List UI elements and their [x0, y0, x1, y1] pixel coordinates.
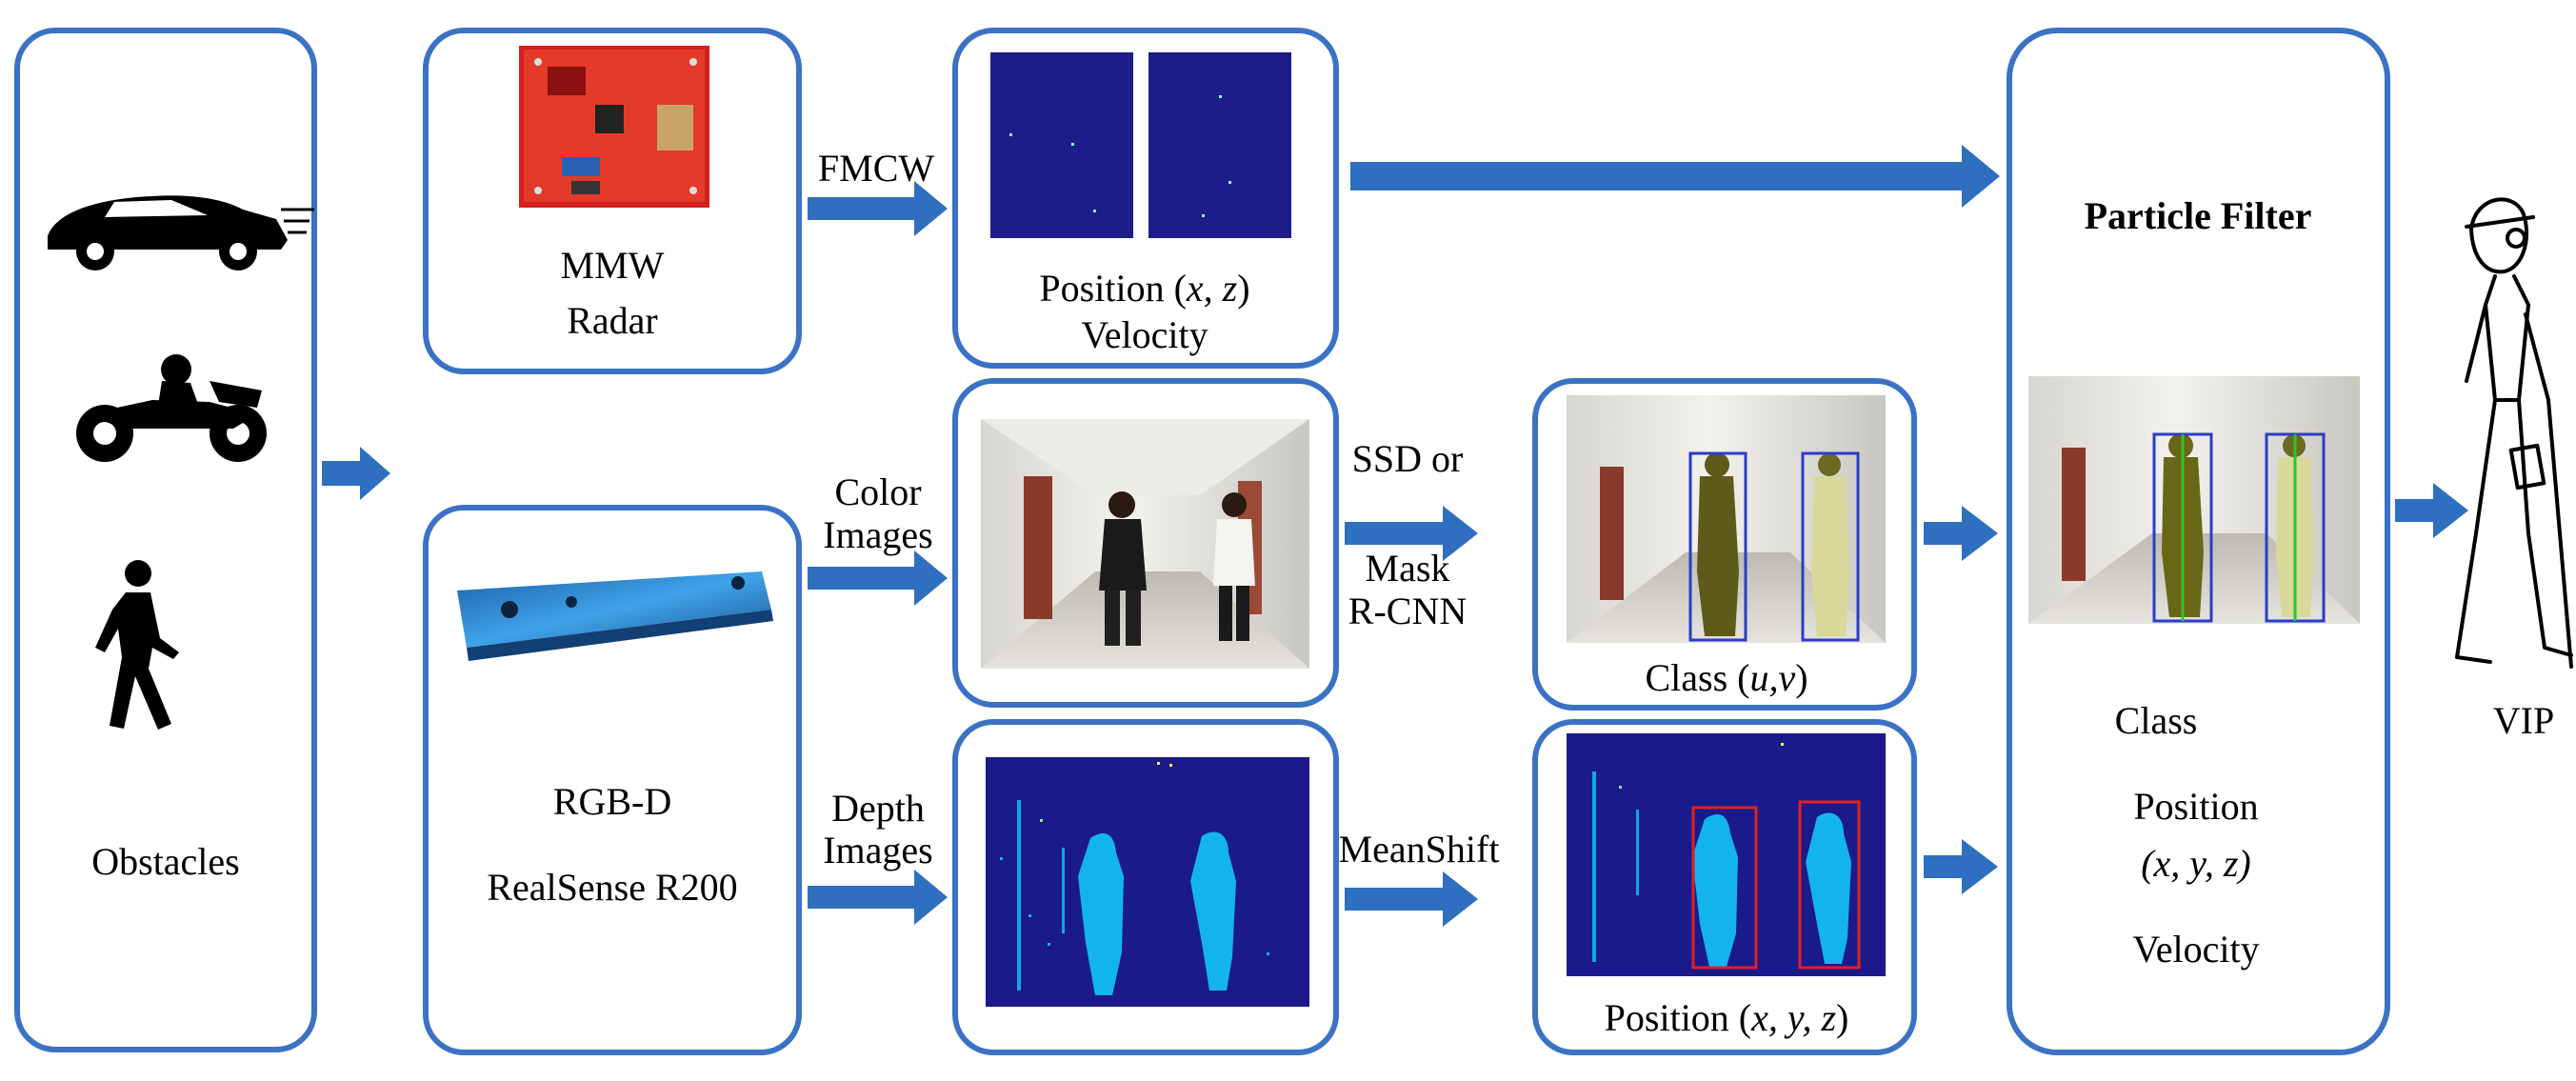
radar-board-image: [519, 46, 709, 208]
depth-map-image: [986, 757, 1309, 1007]
position-output-panel: Position (x, y, z): [1532, 719, 1917, 1055]
vip-label: VIP: [2493, 699, 2554, 742]
vip-figure: [2455, 197, 2573, 669]
fmcw-label: FMCW: [818, 147, 934, 190]
particle-filter-position: Position: [2133, 785, 2258, 828]
radar-output-line2: Velocity: [1081, 313, 1208, 356]
position-output-label: Position (x, y, z): [1605, 996, 1849, 1039]
class-to-filter-arrow: [1924, 506, 1998, 561]
radar-output-line1: Position (x, z): [1039, 267, 1249, 310]
pedestrian-icon: [95, 560, 179, 730]
segmented-photo: [1567, 395, 1886, 643]
ssd-arrow: [1345, 506, 1478, 561]
radar-label-line2: Radar: [567, 299, 658, 342]
depth-tracked-image: [1567, 733, 1886, 976]
motorcycle-icon: [76, 354, 267, 462]
color-images-label-line1: Color: [834, 470, 921, 513]
position-to-filter-arrow: [1924, 839, 1998, 894]
radar-plot-image: [990, 52, 1291, 238]
obstacles-to-sensors-arrow: [322, 447, 390, 500]
radar-output-panel: Position (x, z) Velocity: [952, 28, 1339, 369]
camera-label-line2: RealSense R200: [487, 866, 737, 909]
fmcw-arrow: [808, 181, 948, 236]
radar-to-filter-arrow: [1350, 145, 2000, 208]
depth-images-label-line1: Depth: [831, 787, 925, 830]
ssd-label-line3: R-CNN: [1348, 590, 1467, 632]
corridor-color-photo: [981, 419, 1309, 669]
particle-filter-class: Class: [2115, 699, 2198, 742]
radar-panel: MMW Radar: [423, 28, 802, 374]
ssd-label-line2: Mask: [1366, 547, 1450, 590]
depth-image-panel: [952, 719, 1339, 1055]
meanshift-label: MeanShift: [1339, 828, 1500, 871]
particle-filter-velocity: Velocity: [2132, 928, 2259, 971]
filter-to-vip-arrow: [2395, 483, 2468, 538]
radar-label-line1: MMW: [561, 244, 665, 287]
obstacles-panel: Obstacles: [14, 28, 317, 1052]
camera-panel: RGB-D RealSense R200: [423, 505, 802, 1055]
class-output-panel: Class (u,v): [1532, 378, 1917, 711]
camera-label-line1: RGB-D: [553, 780, 671, 823]
color-image-panel: [952, 378, 1339, 708]
particle-filter-title: Particle Filter: [2085, 194, 2312, 237]
depth-images-label-line2: Images: [823, 829, 933, 871]
color-images-label-line2: Images: [823, 513, 933, 556]
car-icon: [48, 195, 314, 270]
fused-result-photo: [2028, 376, 2360, 624]
particle-filter-position-vars: (x, y, z): [2141, 842, 2251, 885]
ssd-label-line1: SSD or: [1352, 437, 1464, 480]
particle-filter-panel: Particle Filter Class Position (x, y, z)…: [2007, 28, 2390, 1055]
realsense-camera-image: [457, 571, 773, 661]
depth-images-arrow: [808, 870, 948, 925]
color-images-arrow: [808, 551, 948, 606]
class-output-label: Class (u,v): [1645, 656, 1807, 699]
meanshift-arrow: [1345, 871, 1478, 927]
obstacles-label: Obstacles: [91, 840, 240, 883]
